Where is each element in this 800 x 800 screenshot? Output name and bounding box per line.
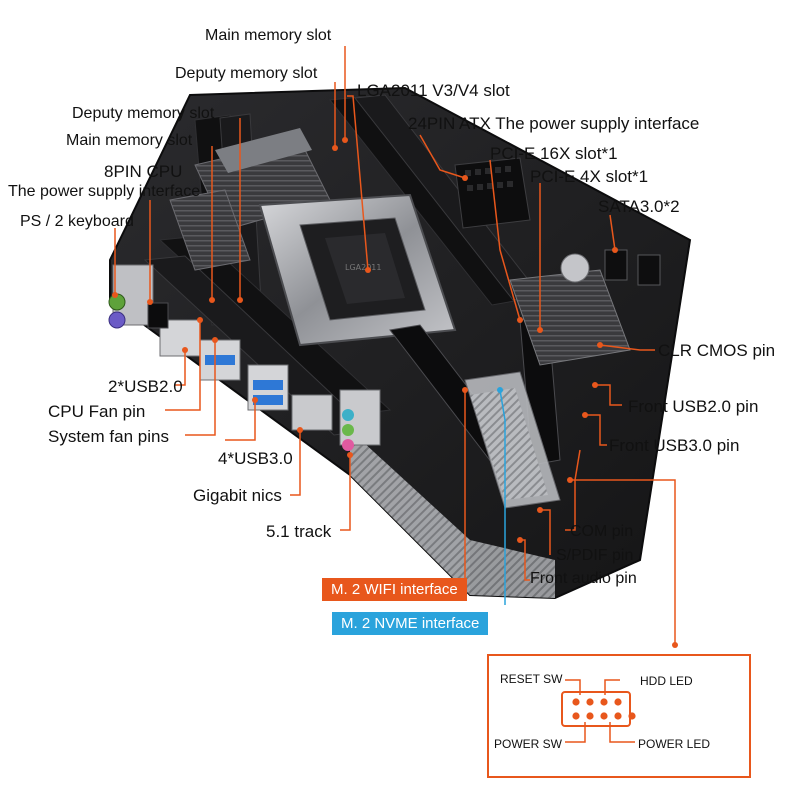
panel-label-power-sw: POWER SW: [494, 737, 562, 751]
label-sata: SATA3.0*2: [598, 197, 680, 216]
m2-area: [464, 371, 561, 509]
panel-label-power-led: POWER LED: [638, 737, 711, 751]
leader-lines: [114, 46, 676, 645]
label-cpu-power-interface: The power supply interface: [8, 183, 201, 200]
cpu-8pin-connector: [147, 302, 169, 329]
tag-m2-nvme: M. 2 NVME interface: [332, 612, 489, 635]
label-pcie4: PCI-E 4X slot*1: [530, 167, 649, 186]
label-cpu-8pin: 8PIN CPU: [104, 162, 183, 181]
label-deputy-memory-slot: Deputy memory slot: [72, 105, 215, 122]
label-deputy-memory-slot-top: Deputy memory slot: [175, 65, 318, 82]
label-main-memory-slot-top: Main memory slot: [205, 27, 332, 44]
front-panel-box: [487, 654, 751, 778]
atx-connector: [454, 157, 531, 229]
label-front-usb2: Front USB2.0 pin: [628, 397, 759, 416]
label-cpu-fan-pin: CPU Fan pin: [48, 402, 146, 421]
label-pcie16: PCI-E 16X slot*1: [490, 144, 618, 163]
label-front-audio-pin: Front audio pin: [530, 570, 637, 587]
label-gigabit-nics: Gigabit nics: [193, 486, 282, 505]
sata-ports: [604, 249, 661, 286]
leader-dots: [112, 137, 678, 648]
label-front-usb3: Front USB3.0 pin: [609, 436, 740, 455]
label-usb3-rear: 4*USB3.0: [218, 449, 293, 468]
cpu-socket: LGA2011: [258, 193, 457, 347]
label-atx-24pin: 24PIN ATX The power supply interface: [408, 114, 700, 133]
panel-label-hdd-led: HDD LED: [640, 674, 693, 688]
label-spdif-pin: S/PDIF pin: [556, 547, 634, 564]
label-lga-slot: LGA2011 V3/V4 slot: [357, 81, 510, 100]
panel-label-reset-sw: RESET SW: [500, 672, 563, 686]
nvme-dot: [497, 387, 503, 393]
label-usb2-rear: 2*USB2.0: [108, 377, 183, 396]
label-track-51: 5.1 track: [266, 522, 332, 541]
svg-text:LGA2011: LGA2011: [345, 263, 382, 272]
label-ps2-keyboard: PS / 2 keyboard: [20, 213, 134, 230]
nvme-leader: [499, 389, 506, 605]
label-clr-cmos: CLR CMOS pin: [658, 341, 776, 360]
label-main-memory-slot: Main memory slot: [66, 132, 193, 149]
label-com-pin: COM pin: [570, 523, 634, 540]
tag-m2-wifi: M. 2 WIFI interface: [322, 578, 467, 601]
label-system-fan-pins: System fan pins: [48, 427, 169, 446]
